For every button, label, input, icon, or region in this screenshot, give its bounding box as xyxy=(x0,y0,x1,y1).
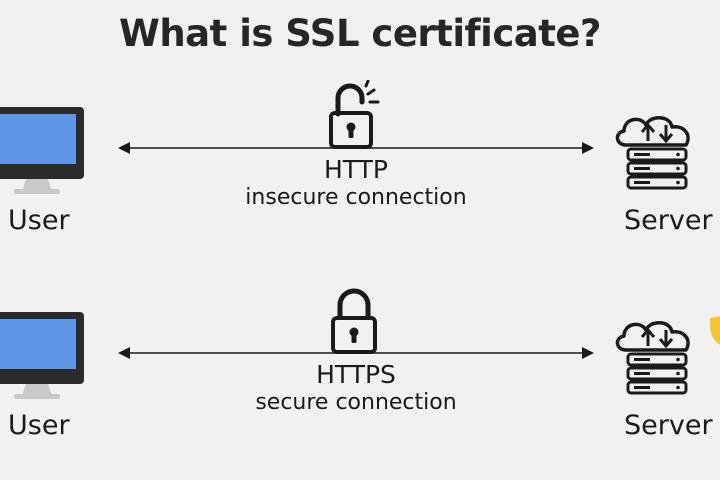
protocol-label: HTTP xyxy=(324,155,388,184)
bidirectional-arrow xyxy=(118,347,594,359)
shield-icon xyxy=(710,316,720,345)
unlocked-padlock-icon xyxy=(329,80,380,149)
diagram-title: What is SSL certificate? xyxy=(119,12,601,55)
server-label: Server xyxy=(624,205,713,236)
protocol-label: HTTPS xyxy=(316,360,396,389)
https-row: User HTTPS secure connection Server xyxy=(0,280,720,480)
user-label: User xyxy=(8,410,70,441)
user-computer-icon xyxy=(0,312,84,399)
cloud-server-icon xyxy=(615,321,690,395)
user-computer-icon xyxy=(0,107,84,194)
locked-padlock-icon xyxy=(331,288,377,354)
connection-description: secure connection xyxy=(255,390,457,415)
server-label: Server xyxy=(624,410,713,441)
bidirectional-arrow xyxy=(118,142,594,154)
connection-description: insecure connection xyxy=(245,185,467,210)
user-label: User xyxy=(8,205,70,236)
http-row: User HTTP insecure connection Server xyxy=(0,75,720,275)
cloud-server-icon xyxy=(615,116,690,190)
